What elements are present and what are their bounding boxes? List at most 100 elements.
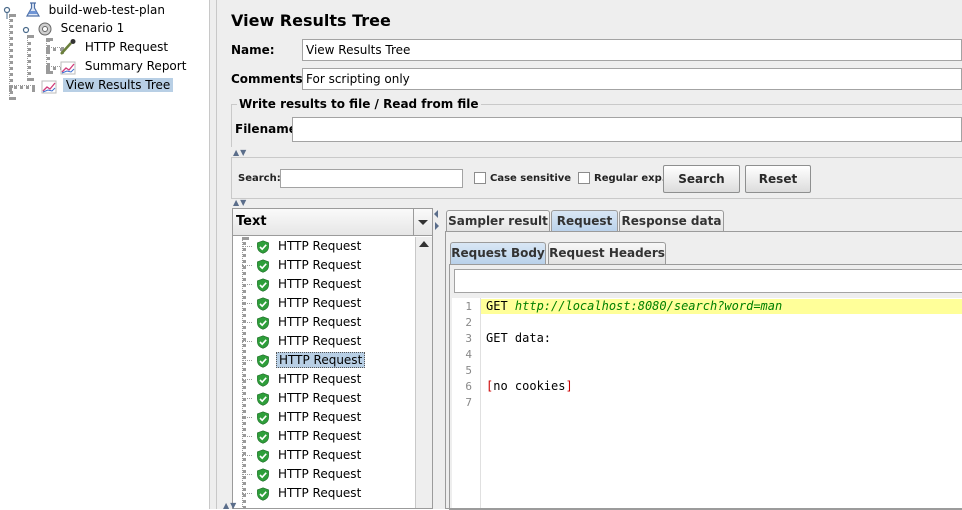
result-row[interactable]: HTTP Request	[233, 313, 363, 332]
comments-field[interactable]: For scripting only	[302, 68, 962, 90]
subtab-request-body[interactable]: Request Body	[450, 242, 546, 264]
result-row[interactable]: HTTP Request	[233, 275, 363, 294]
tab-sampler-result[interactable]: Sampler result	[446, 210, 550, 232]
result-label: HTTP Request	[278, 467, 362, 481]
result-row[interactable]: HTTP Request	[233, 484, 363, 503]
success-shield-icon	[256, 296, 270, 311]
scroll-up-icon[interactable]	[416, 237, 432, 251]
file-group-title: Write results to file / Read from file	[237, 97, 481, 111]
code-line-3: GET data:	[486, 331, 552, 345]
test-plan-tree[interactable]: build-web-test-plan Scenario 1 HTTP Requ…	[0, 0, 209, 509]
result-row[interactable]: HTTP Request	[233, 294, 363, 313]
tree-node-view-results-tree[interactable]: View Results Tree	[39, 76, 174, 94]
result-label: HTTP Request	[278, 391, 362, 405]
expand-handle-icon[interactable]	[20, 19, 32, 37]
result-label: HTTP Request	[278, 277, 362, 291]
tree-label-http-request: HTTP Request	[84, 40, 169, 54]
line-gutter	[452, 298, 481, 508]
code-line-1: GET http://localhost:8080/search?word=ma…	[486, 299, 782, 313]
bracket-close: ]	[565, 379, 573, 393]
tree-connector	[242, 417, 252, 418]
request-method: GET	[486, 299, 515, 313]
success-shield-icon	[256, 239, 270, 254]
vertical-splitter[interactable]	[209, 0, 217, 509]
regular-exp-checkbox[interactable]	[578, 172, 590, 184]
regular-exp-label: Regular exp.	[594, 173, 666, 184]
result-row[interactable]: HTTP Request	[233, 256, 363, 275]
result-label: HTTP Request	[278, 334, 362, 348]
tree-connector	[242, 379, 252, 380]
search-bar	[231, 157, 962, 199]
success-shield-icon	[256, 467, 270, 482]
name-field[interactable]: View Results Tree	[302, 39, 962, 61]
splitter-arrows-icon[interactable]	[433, 208, 440, 238]
search-input[interactable]	[280, 169, 463, 188]
success-shield-icon	[256, 315, 270, 330]
flask-icon	[25, 2, 40, 17]
tree-node-summary-report[interactable]: Summary Report	[58, 57, 189, 75]
renderer-select[interactable]: Text	[233, 209, 432, 236]
line-number: 4	[465, 348, 472, 361]
result-label: HTTP Request	[278, 410, 362, 424]
chart-icon	[41, 80, 57, 94]
result-label: HTTP Request	[278, 448, 362, 462]
tree-node-scenario[interactable]: Scenario 1	[20, 19, 127, 37]
request-url: http://localhost:8080/search?word=man	[514, 299, 783, 313]
tree-connector	[242, 493, 252, 494]
tree-connector	[242, 436, 252, 437]
result-row[interactable]: HTTP Request	[233, 389, 363, 408]
result-row[interactable]: HTTP Request	[233, 465, 363, 484]
success-shield-icon	[256, 448, 270, 463]
expand-handle-icon[interactable]	[2, 1, 14, 19]
result-row[interactable]: HTTP Request	[233, 446, 363, 465]
tree-node-test-plan[interactable]: build-web-test-plan	[2, 1, 168, 19]
filename-input[interactable]	[292, 117, 962, 142]
result-row[interactable]: HTTP Request	[233, 351, 366, 370]
result-label: HTTP Request	[278, 486, 362, 500]
subtab-request-headers[interactable]: Request Headers	[548, 242, 666, 264]
success-shield-icon	[256, 277, 270, 292]
request-body-editor[interactable]: 1 2 3 4 5 6 7 GET http://localhost:8080/…	[452, 298, 962, 508]
filename-label: Filename	[235, 122, 297, 136]
result-row[interactable]: HTTP Request	[233, 237, 363, 256]
tree-label-view-results-tree: View Results Tree	[62, 78, 174, 92]
success-shield-icon	[256, 353, 270, 368]
success-shield-icon	[256, 391, 270, 406]
splitter-arrows-icon[interactable]: ▲▼	[233, 148, 248, 157]
pipette-icon	[60, 39, 76, 55]
result-row[interactable]: HTTP Request	[233, 370, 363, 389]
results-splitter[interactable]	[433, 208, 440, 509]
search-button[interactable]: Search	[663, 165, 740, 193]
reset-button[interactable]: Reset	[745, 165, 811, 193]
tree-connector	[242, 303, 252, 304]
dropdown-button[interactable]	[413, 209, 433, 235]
line-number: 5	[465, 364, 472, 377]
splitter-arrows-icon[interactable]: ▲▼	[223, 501, 238, 510]
tab-request[interactable]: Request	[551, 210, 618, 232]
request-body-panel: 1 2 3 4 5 6 7 GET http://localhost:8080/…	[449, 264, 962, 510]
result-label: HTTP Request	[278, 315, 362, 329]
success-shield-icon	[256, 410, 270, 425]
result-label: HTTP Request	[278, 296, 362, 310]
name-label: Name:	[231, 43, 275, 57]
tree-connector	[242, 265, 252, 266]
tree-label-test-plan: build-web-test-plan	[48, 3, 165, 17]
chart-icon	[60, 61, 76, 75]
result-label: HTTP Request	[278, 429, 362, 443]
result-label: HTTP Request	[278, 239, 362, 253]
file-group-box	[231, 104, 962, 147]
tree-connector	[242, 360, 252, 361]
case-sensitive-label: Case sensitive	[490, 173, 572, 184]
results-scrollbar[interactable]	[415, 237, 432, 508]
tab-response-data[interactable]: Response data	[619, 210, 724, 232]
tree-node-http-request[interactable]: HTTP Request	[58, 38, 171, 56]
gear-icon	[38, 22, 52, 36]
result-row[interactable]: HTTP Request	[233, 332, 363, 351]
request-body-toolbar-field[interactable]	[454, 269, 962, 293]
splitter-arrows-icon[interactable]: ▲▼	[233, 198, 248, 207]
result-row[interactable]: HTTP Request	[233, 427, 363, 446]
result-row[interactable]: HTTP Request	[233, 408, 363, 427]
case-sensitive-checkbox[interactable]	[474, 172, 486, 184]
